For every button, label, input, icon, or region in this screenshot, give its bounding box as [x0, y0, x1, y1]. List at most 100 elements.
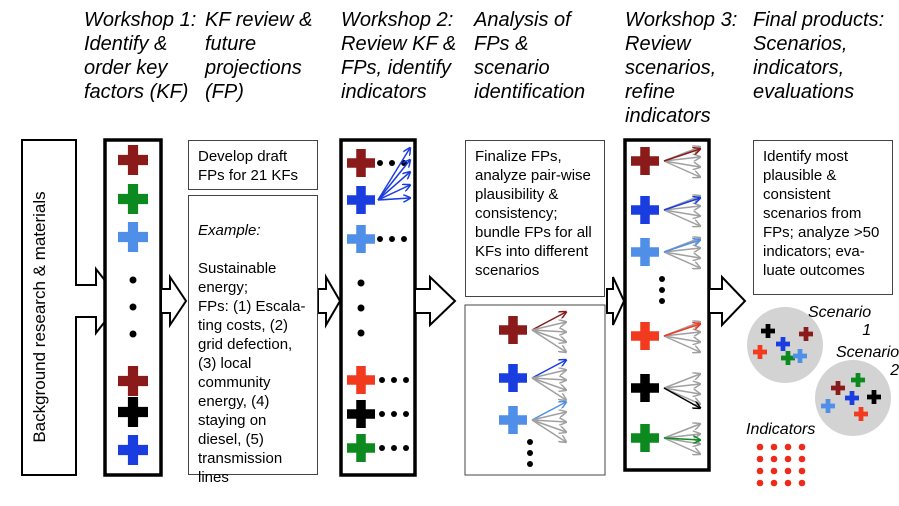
dot: [798, 467, 806, 475]
arrow: [663, 198, 700, 211]
dot: [357, 329, 365, 337]
plus-icon: [753, 345, 767, 359]
indicators-label: Indicators: [746, 421, 816, 438]
kf-draft-box: Develop draft FPs for 21 KFs: [188, 140, 318, 190]
plus-icon: [761, 324, 775, 338]
arrow: [531, 329, 566, 342]
arrow: [531, 412, 566, 421]
plus-icon: [831, 381, 845, 395]
analysis-bundle-box: [464, 304, 606, 476]
indicator-dots: [756, 443, 806, 487]
dot: [377, 236, 383, 242]
arrow: [531, 377, 566, 390]
dot: [129, 276, 137, 284]
plus-icon: [845, 391, 859, 405]
dot: [798, 455, 806, 463]
workshop3-panel: [623, 138, 711, 472]
dot: [357, 279, 365, 287]
plus-icon: [631, 147, 659, 175]
dot: [527, 450, 533, 456]
dot: [659, 298, 665, 304]
workshop2-to-analysis-arrow: [414, 274, 457, 328]
arrow: [531, 419, 566, 442]
final-products-box: Identify most plausible & consistent sce…: [753, 140, 893, 295]
dot: [391, 377, 397, 383]
dot: [798, 443, 806, 451]
dot: [770, 443, 778, 451]
plus-icon: [347, 366, 375, 394]
plus-icon: [118, 222, 148, 252]
plus-icon: [631, 238, 659, 266]
dot: [756, 443, 764, 451]
analysis-box: Finalize FPs, analyze pair-wise plausibi…: [465, 140, 605, 297]
plus-icon: [821, 399, 835, 413]
plus-icon: [347, 149, 375, 177]
example-label: Example:: [198, 222, 261, 239]
background-research-label: Background research & materials: [30, 191, 49, 443]
workshop3-to-final-arrow: [708, 274, 747, 328]
plus-icon: [347, 400, 375, 428]
plus-icon: [776, 337, 790, 351]
analysis-bundles: [499, 312, 566, 467]
arrow: [663, 157, 700, 161]
plus-icon: [781, 351, 795, 365]
header-analysis: Analysis of FPs & scenario identificatio…: [474, 9, 586, 103]
arrow: [531, 420, 566, 422]
arrow: [531, 330, 566, 332]
dot: [403, 377, 409, 383]
dot: [403, 445, 409, 451]
header-kf-review: KF review & future projections (FP): [205, 9, 313, 103]
arrow: [663, 206, 700, 210]
arrow: [531, 329, 566, 352]
plus-icon: [347, 225, 375, 253]
dot: [784, 455, 792, 463]
arrow: [531, 370, 566, 379]
dot: [129, 330, 137, 338]
plus-icon: [118, 435, 148, 465]
arrow: [663, 384, 700, 388]
arrow: [377, 148, 410, 201]
plus-icon: [799, 327, 813, 341]
header-final: Final products: Scenarios, indicators, e…: [753, 9, 885, 103]
header-workshop2: Workshop 2: Review KF & FPs, identify in…: [341, 9, 457, 103]
dot: [379, 411, 385, 417]
dot: [379, 445, 385, 451]
workshop1-key-factors: [118, 145, 148, 465]
dot: [389, 160, 395, 166]
arrow: [663, 387, 700, 408]
arrow: [531, 419, 566, 432]
arrow: [663, 160, 700, 177]
dot: [659, 287, 665, 293]
arrow: [663, 438, 700, 440]
workshop3-scenarios: [631, 147, 700, 454]
arrow: [531, 402, 566, 421]
dot: [784, 467, 792, 475]
arrow: [663, 251, 700, 268]
dot: [659, 276, 665, 282]
arrow: [663, 335, 700, 342]
arrow: [531, 322, 566, 331]
arrow: [531, 377, 566, 400]
arrow: [663, 374, 700, 389]
scenario-2-label: Scenario 2: [836, 344, 899, 379]
arrow: [663, 160, 700, 167]
dot: [798, 479, 806, 487]
dot: [527, 461, 533, 467]
arrow: [531, 312, 566, 331]
scenario-1-label: Scenario 1: [808, 304, 872, 339]
review-to-workshop2-arrow: [317, 273, 342, 329]
arrow: [663, 387, 700, 394]
plus-icon: [347, 434, 375, 462]
dot: [377, 160, 383, 166]
workshop2-key-factors: [347, 148, 410, 462]
arrow: [663, 335, 700, 352]
dot: [756, 455, 764, 463]
dot: [756, 479, 764, 487]
plus-icon: [854, 407, 868, 421]
plus-icon: [499, 316, 527, 344]
arrow: [377, 160, 410, 201]
plus-icon: [499, 406, 527, 434]
scenario-crosses: [753, 324, 881, 421]
plus-icon: [631, 322, 659, 350]
